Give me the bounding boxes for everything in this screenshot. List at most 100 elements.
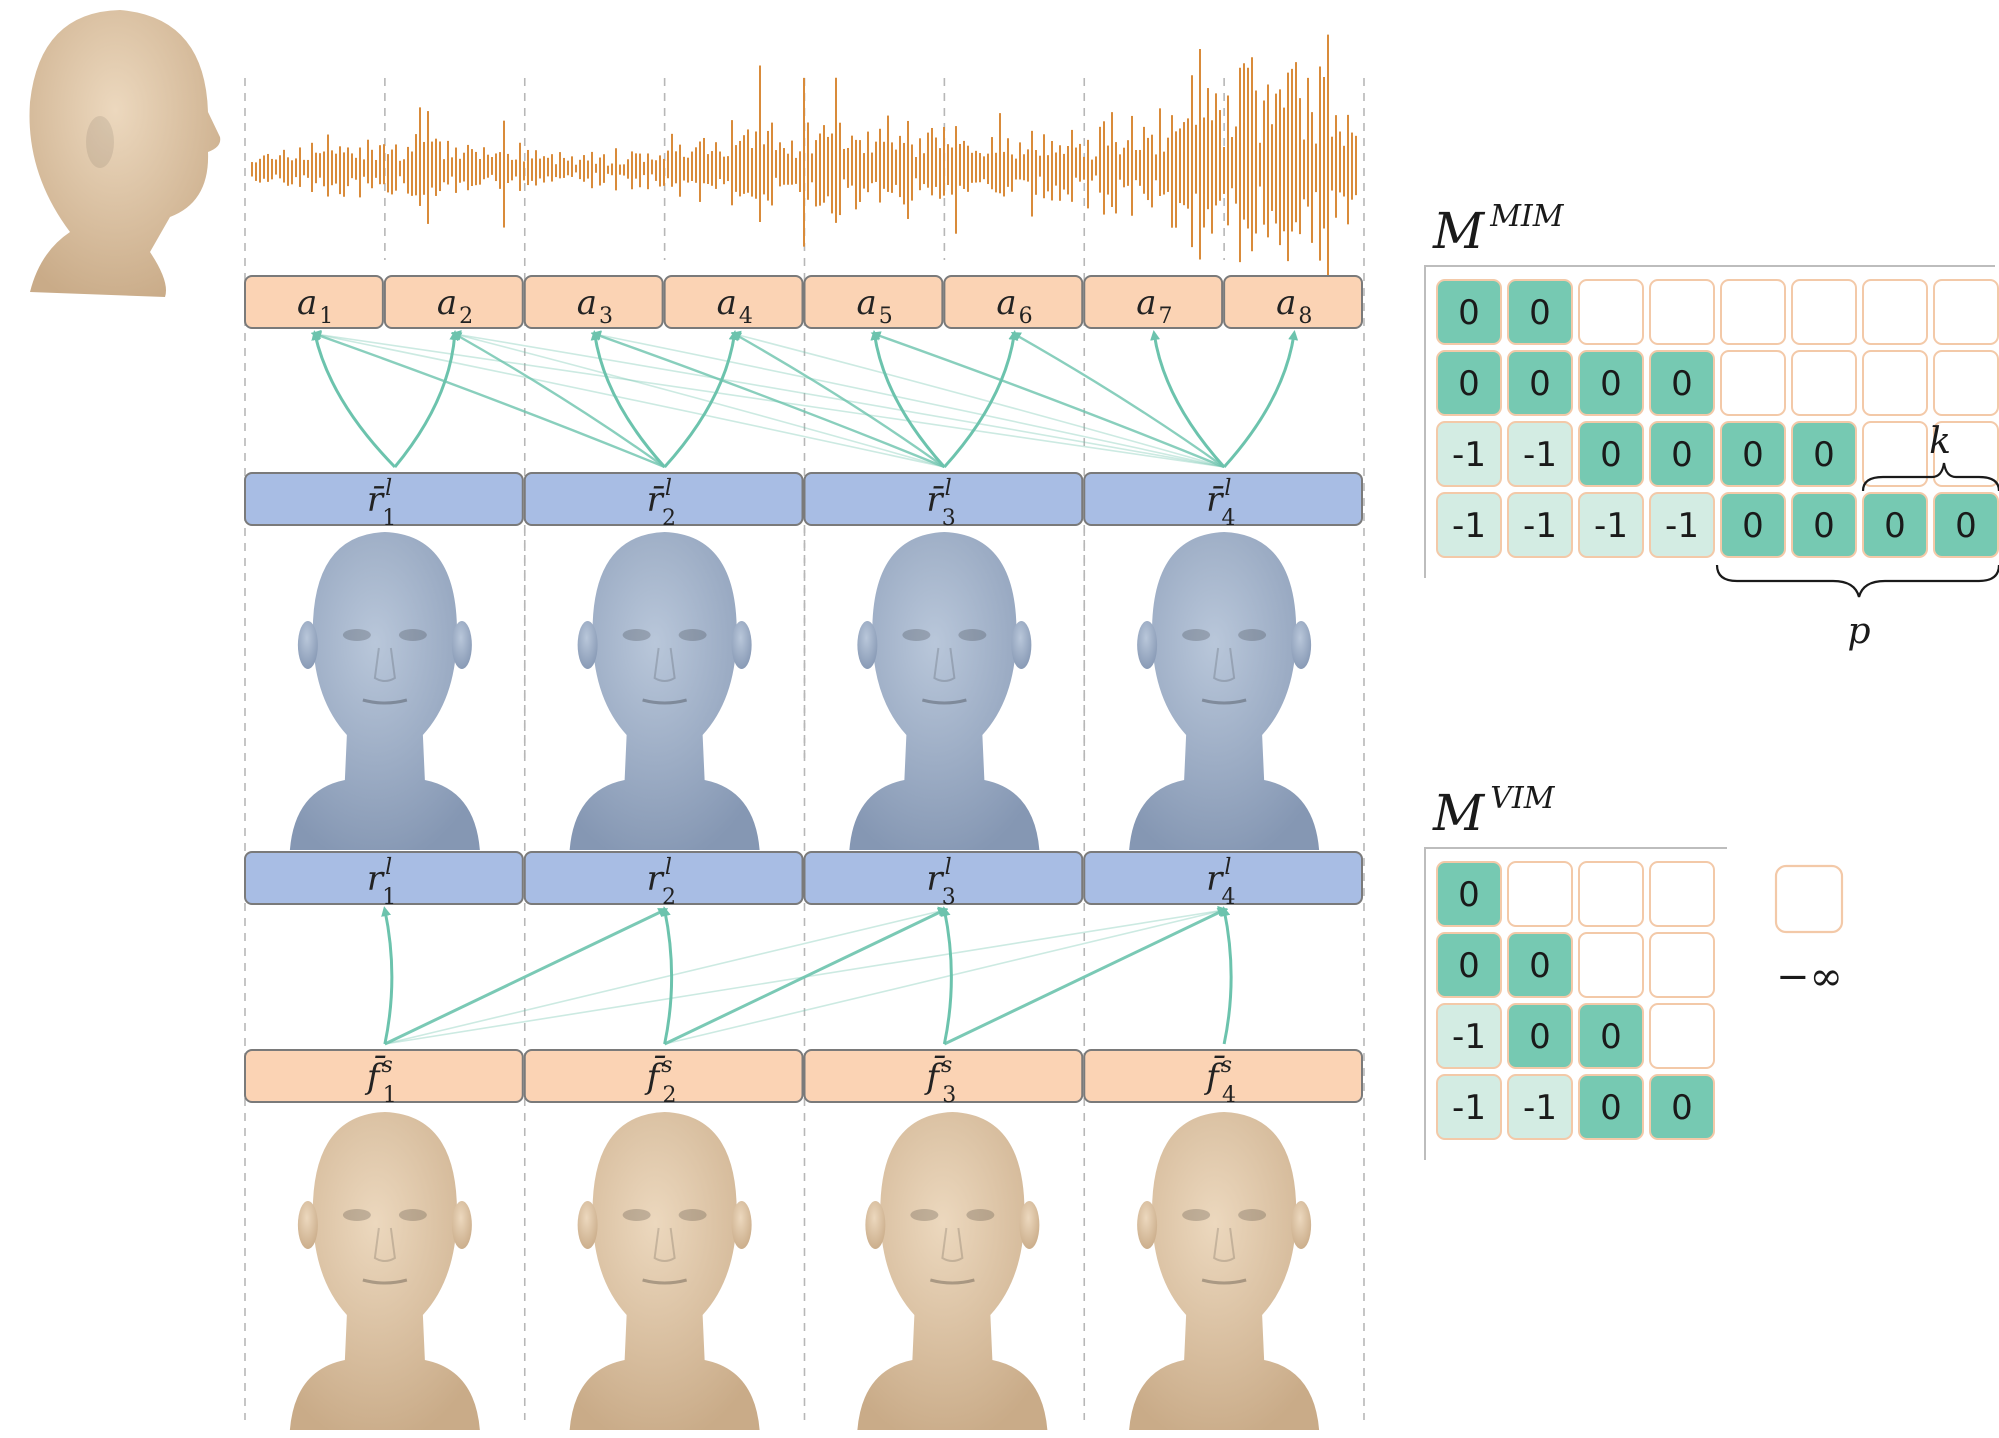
mim-cell-value: 0 [1529,364,1551,404]
mim-cell [1791,279,1857,345]
mouth [362,698,408,705]
head-silhouette [1129,532,1320,850]
vim-cell [1649,932,1715,998]
blue-head-4 [1129,532,1320,850]
ear-left [865,1201,886,1249]
tan-head-4 [1129,1112,1320,1430]
eye-left [342,1209,371,1221]
mim-cell [1862,279,1928,345]
motion-bar-token-box [1083,472,1363,526]
style-token-box [803,1049,1084,1103]
head-silhouette [849,532,1040,850]
vim-cell [1436,1003,1502,1069]
vim-cell [1578,1003,1644,1069]
arrow-rbar-to-audio [870,331,1225,469]
audio-token-box [383,275,524,329]
arrow-style-to-motion [664,906,1229,1045]
mim-cell [1649,350,1715,416]
brace-k-label: k [1929,421,1951,462]
legend-label: −∞ [1776,954,1843,1000]
mim-cell-value: -1 [1523,506,1557,546]
audio-token-box [523,275,664,329]
arrow-rbar-to-audio [870,330,946,469]
legend-empty-cell [1774,864,1844,934]
arrow-rbar-to-audio [311,331,666,469]
mouth [929,1278,975,1285]
arrow-style-to-motion [663,908,948,1046]
audio-token-1: a1 [244,275,384,329]
mim-cell [1436,492,1502,558]
motion-bar-token-box [803,472,1084,526]
audio-token-box [244,275,384,329]
audio-token-label: a5 [856,283,892,329]
mim-cell-value: 0 [1671,435,1693,475]
arrow-rbar-to-audio [311,330,396,469]
arrow-rbar-to-audio [943,330,1019,469]
arrow-style-to-motion [384,906,1229,1045]
mim-cell [1436,350,1502,416]
style-token-box [523,1049,804,1103]
arrow-rbar-to-audio [1010,332,1225,468]
vim-frame [1424,847,1727,1160]
mim-cell-value: 0 [1955,506,1977,546]
ear-right [1291,621,1312,669]
mouth [362,1278,408,1285]
audio-token-box [943,275,1084,329]
mim-cell [1933,350,1999,416]
eye-left [902,629,931,641]
mim-frame [1424,265,1995,578]
mim-cell [1578,421,1644,487]
vim-cell [1649,861,1715,927]
mim-cell [1507,421,1573,487]
audio-token-box [1083,275,1224,329]
side-head [29,10,221,297]
mim-cell-value: -1 [1665,506,1699,546]
vim-cell [1507,1003,1573,1069]
nose [373,1227,396,1262]
mim-cell-value: -1 [1452,506,1486,546]
nose [1213,1227,1236,1262]
audio-token-label: a3 [577,283,613,329]
arrow-rbar-to-audio [590,331,945,469]
ear-left [1137,1201,1158,1249]
mim-cell-value: 0 [1529,293,1551,333]
nose [653,1227,676,1262]
side-ear [86,116,114,168]
eye-right [398,1209,427,1221]
vim-cell-value: 0 [1529,946,1551,986]
audio-token-7: a7 [1083,275,1224,329]
audio-token-box [663,275,804,329]
arrow-rbar-to-audio [590,330,666,469]
arrow-style-to-motion [381,906,394,1045]
mim-cell [1720,421,1786,487]
mim-cell [1862,350,1928,416]
head-silhouette [857,1112,1048,1430]
arrow-rbar-to-audio [731,332,946,468]
audio-waveform [251,34,1357,299]
nose [653,647,676,682]
mim-cell [1578,350,1644,416]
mim-cell-value: 0 [1742,506,1764,546]
style-token-box [244,1049,524,1103]
head-silhouette [289,532,480,850]
mim-cell [1791,421,1857,487]
vim-cell [1507,861,1573,927]
arrow-rbar-to-audio [450,330,945,468]
ear-right [1019,1201,1040,1249]
side-head-silhouette [29,10,221,297]
mim-cell-value: 0 [1600,364,1622,404]
mim-cell-value: -1 [1452,435,1486,475]
mim-cell [1933,492,1999,558]
arrow-rbar-to-audio [450,330,1225,468]
motion-bar-token-box [523,472,804,526]
